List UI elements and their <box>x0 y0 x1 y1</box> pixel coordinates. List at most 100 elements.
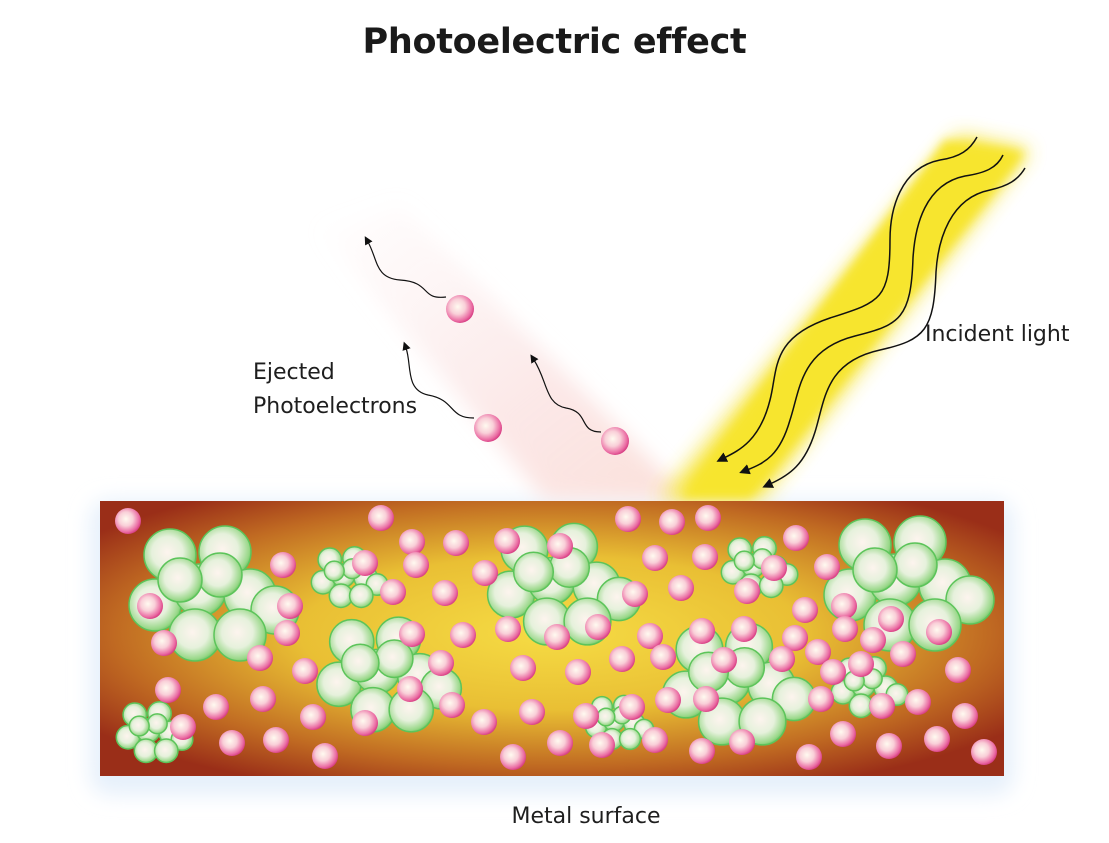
electron <box>270 552 296 578</box>
electron <box>876 733 902 759</box>
electron <box>397 676 423 702</box>
electron <box>971 739 997 765</box>
incident-wave-arrows <box>716 136 1026 488</box>
electron <box>544 624 570 650</box>
atom-sphere <box>153 738 179 764</box>
diagram-title: Photoelectric effect <box>362 22 747 62</box>
electron <box>547 533 573 559</box>
electron <box>659 509 685 535</box>
electron <box>830 721 856 747</box>
electron <box>693 686 719 712</box>
electron <box>783 525 809 551</box>
electron <box>905 689 931 715</box>
electron <box>878 606 904 632</box>
atom-sphere <box>323 560 345 582</box>
electron <box>692 544 718 570</box>
electron <box>769 646 795 672</box>
electron <box>432 580 458 606</box>
electron <box>519 699 545 725</box>
electron <box>247 645 273 671</box>
electron <box>443 530 469 556</box>
electron <box>495 616 521 642</box>
electron <box>782 625 808 651</box>
electron <box>250 686 276 712</box>
atom-sphere <box>197 552 243 598</box>
electron <box>619 694 645 720</box>
atom-sphere <box>157 557 203 603</box>
electron <box>274 620 300 646</box>
electron <box>820 659 846 685</box>
electron <box>380 579 406 605</box>
electron <box>368 505 394 531</box>
electron <box>500 744 526 770</box>
electron <box>761 555 787 581</box>
electron <box>609 646 635 672</box>
electron <box>170 714 196 740</box>
electron <box>547 730 573 756</box>
incident-light-label: Incident light <box>925 322 1070 347</box>
electron <box>573 703 599 729</box>
electron <box>642 545 668 571</box>
electron <box>831 593 857 619</box>
electron <box>565 659 591 685</box>
electron <box>115 508 141 534</box>
atom-sphere <box>618 727 642 751</box>
atom-sphere <box>892 542 938 588</box>
ejected-electron <box>474 414 502 442</box>
electron <box>399 529 425 555</box>
metal-electrons <box>115 505 997 770</box>
atom-sphere <box>128 715 150 737</box>
electron <box>137 593 163 619</box>
electron <box>796 744 822 770</box>
electron <box>832 616 858 642</box>
electron <box>695 505 721 531</box>
electron <box>585 614 611 640</box>
electron <box>869 693 895 719</box>
electron <box>510 655 536 681</box>
electron <box>155 677 181 703</box>
atom-sphere <box>596 707 616 727</box>
electron <box>450 622 476 648</box>
ejected-electron <box>446 295 474 323</box>
electron <box>689 618 715 644</box>
electron <box>494 528 520 554</box>
electron <box>926 619 952 645</box>
electron <box>668 575 694 601</box>
electron <box>399 621 425 647</box>
electron <box>312 743 338 769</box>
atom-sphere <box>852 547 898 593</box>
electron <box>203 694 229 720</box>
electron <box>731 616 757 642</box>
electron <box>792 597 818 623</box>
electron <box>729 729 755 755</box>
electron <box>300 704 326 730</box>
electron <box>352 710 378 736</box>
electron <box>945 657 971 683</box>
ejected-label-line1: Ejected <box>253 360 335 385</box>
electron <box>615 506 641 532</box>
atom-sphere <box>146 713 168 735</box>
atom-sphere <box>512 551 555 593</box>
electron <box>689 738 715 764</box>
electron <box>952 703 978 729</box>
electron <box>924 726 950 752</box>
electron <box>711 647 737 673</box>
ejected-photoelectrons-label: Ejected Photoelectrons <box>253 356 417 424</box>
incident-light-beam <box>660 135 1030 500</box>
electron <box>734 578 760 604</box>
atom-sphere <box>168 608 222 662</box>
electron <box>263 727 289 753</box>
atom-sphere <box>348 583 374 609</box>
electron-trail-glow <box>320 205 690 500</box>
electron <box>642 727 668 753</box>
atom-sphere <box>733 550 755 572</box>
electron <box>292 658 318 684</box>
atom-sphere <box>340 643 380 683</box>
electron <box>637 623 663 649</box>
electron <box>439 692 465 718</box>
electron <box>151 630 177 656</box>
ejected-electrons <box>446 295 629 455</box>
electron <box>814 554 840 580</box>
electron <box>219 730 245 756</box>
